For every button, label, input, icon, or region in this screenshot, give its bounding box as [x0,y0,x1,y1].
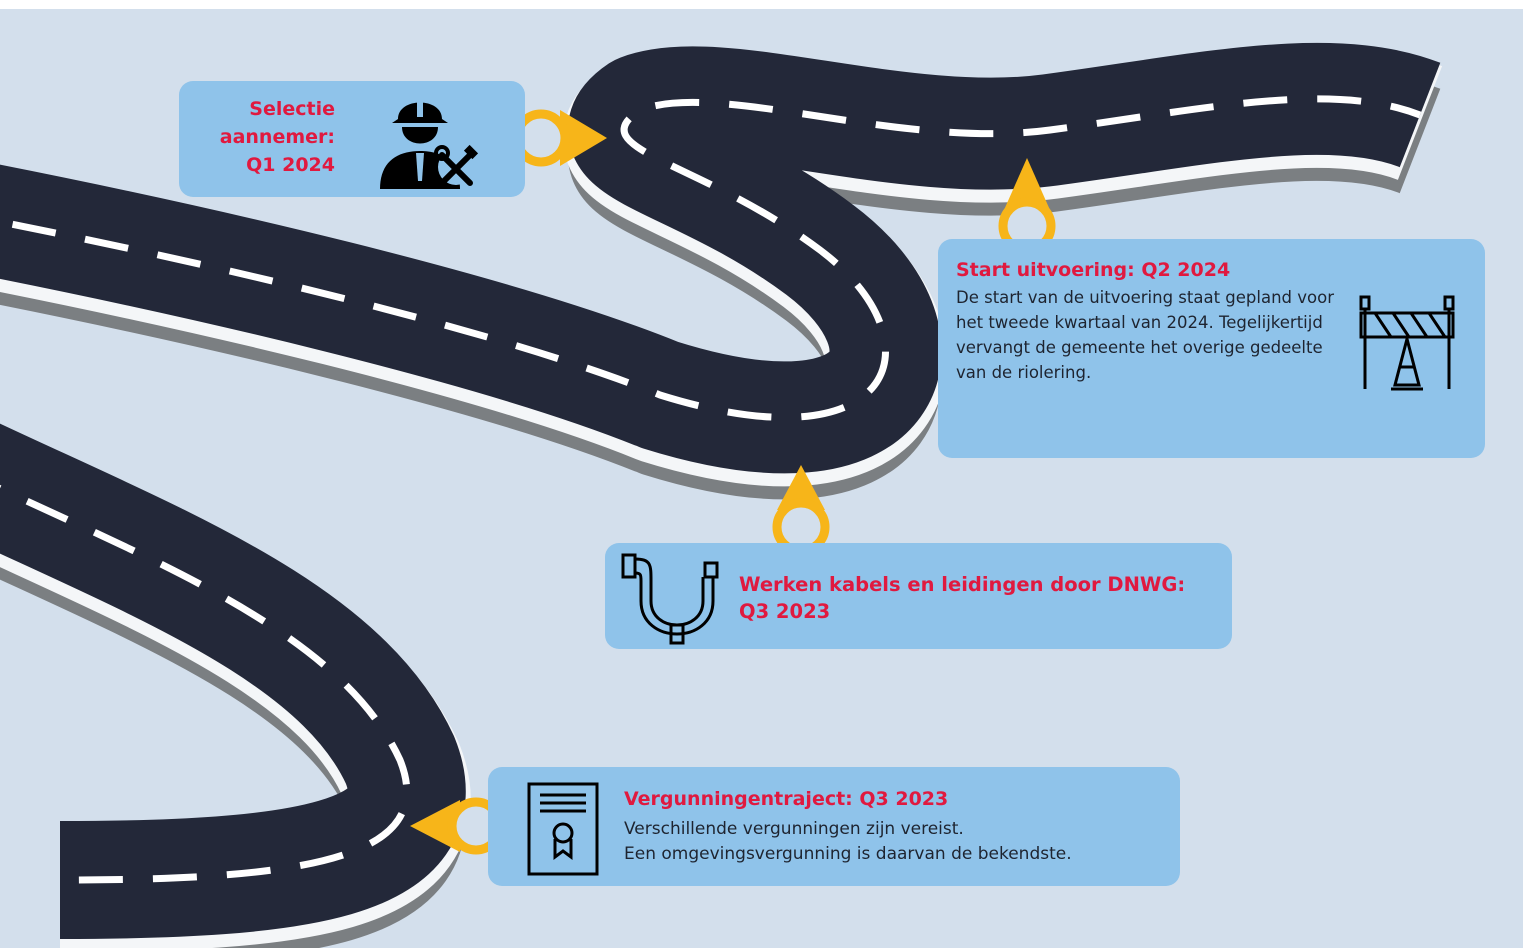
title-line: Q1 2024 [246,154,335,176]
worker-with-tools-icon [380,99,479,189]
pipe-icon [621,553,719,645]
top-band [0,0,1523,9]
card-start-uitvoering: Start uitvoering: Q2 2024 De start van d… [938,239,1485,458]
title-line: aannemer: [219,126,335,148]
road-barrier-icon [1359,295,1455,391]
pin-selectie [512,109,607,167]
lane-marking [0,484,411,884]
card-werken-kabels: Werken kabels en leidingen door DNWG: Q3… [605,543,1232,649]
card-body: De start van de uitvoering staat gepland… [956,288,1335,382]
lane-marking [0,95,1422,421]
body-line: Verschillende vergunningen zijn vereist. [624,819,964,839]
card-title: Start uitvoering: Q2 2024 [956,259,1231,281]
certificate-icon [527,782,599,876]
body-line: Een omgevingsvergunning is daarvan de be… [624,844,1072,864]
pin-start [998,158,1056,255]
card-selectie-aannemer: Selectie aannemer: Q1 2024 [179,81,525,197]
card-title: Werken kabels en leidingen door DNWG: Q3… [739,573,1186,623]
card-title: Vergunningentraject: Q3 2023 [624,788,949,810]
card-body: Verschillende vergunningen zijn vereist.… [624,817,1164,867]
card-title: Selectie aannemer: Q1 2024 [185,95,335,179]
card-vergunningentraject: Vergunningentraject: Q3 2023 Verschillen… [488,767,1180,886]
title-line: Selectie [249,98,335,120]
